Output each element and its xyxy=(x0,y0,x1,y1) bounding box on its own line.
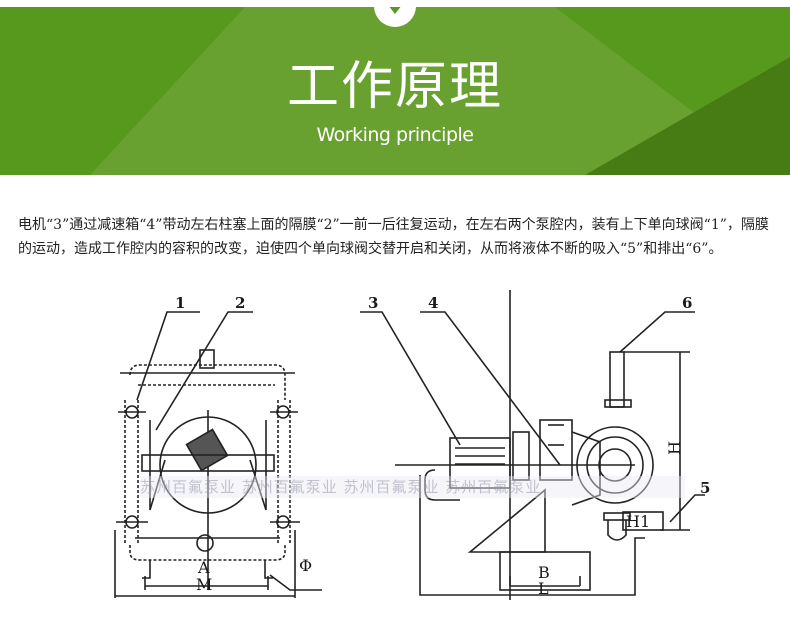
callout-label-6: 6 xyxy=(682,294,693,312)
page-title: 工作原理 xyxy=(286,57,503,117)
description-paragraph: 电机“3”通过减速箱“4”带动左右柱塞上面的隔膜“2”一前一后往复运动，在左右两… xyxy=(18,217,769,257)
dimension-label-l: L xyxy=(538,579,549,598)
banner-background xyxy=(0,7,790,175)
header-banner: 工作原理 Working principle xyxy=(0,7,790,175)
dimension-label-b: B xyxy=(538,563,550,582)
banner-badge xyxy=(374,7,416,27)
callout-label-1: 1 xyxy=(175,294,186,312)
dimension-label-h1: H1 xyxy=(626,512,651,531)
triangle-down-icon xyxy=(388,7,402,14)
callout-label-5: 5 xyxy=(700,479,711,497)
front-view-diagram: 1 2 A M Φ xyxy=(90,290,330,610)
page-subtitle: Working principle xyxy=(316,124,474,146)
dimension-label-m: M xyxy=(196,575,213,594)
watermark: 苏州百氟泵业 苏州百氟泵业 苏州百氟泵业 苏州百氟泵业 xyxy=(140,476,685,498)
side-view-drawing xyxy=(360,290,705,600)
front-view-drawing xyxy=(114,311,322,598)
dimension-label-a: A xyxy=(198,558,210,577)
dimension-label-h: H xyxy=(664,441,684,455)
callout-label-2: 2 xyxy=(235,294,246,312)
callout-label-3: 3 xyxy=(368,294,379,312)
callout-label-4: 4 xyxy=(428,294,439,312)
dimension-label-phi: Φ xyxy=(299,556,313,575)
side-view-diagram: 3 4 6 5 B L H H1 xyxy=(360,290,720,610)
